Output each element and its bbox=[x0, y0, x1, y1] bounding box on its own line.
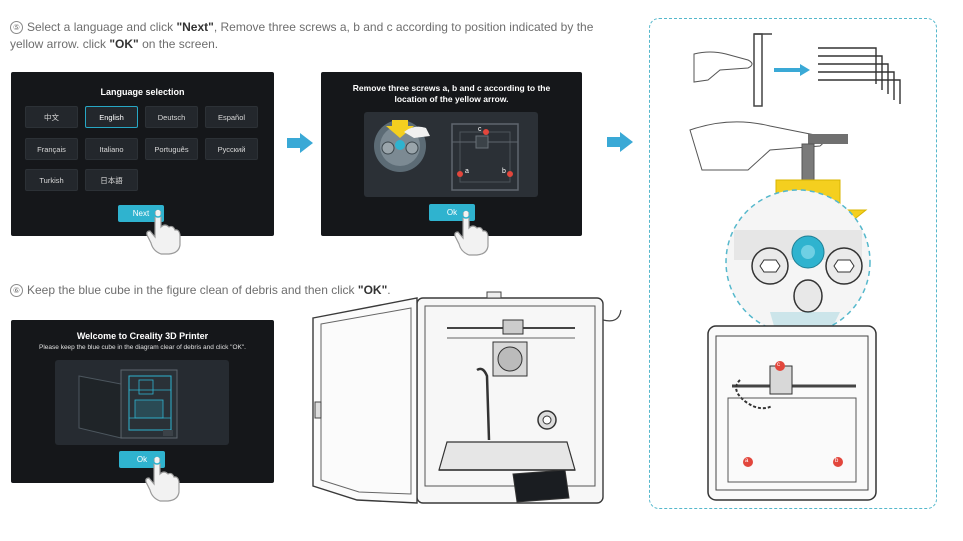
lang-button-francais[interactable]: Français bbox=[25, 138, 78, 160]
screw-detail-panel bbox=[649, 18, 937, 509]
step6-ok-word: "OK" bbox=[357, 283, 388, 297]
lang-button-portugues[interactable]: Português bbox=[145, 138, 198, 160]
printer-diagram: c a b bbox=[364, 112, 538, 197]
step5-text-a: Select a language and click bbox=[27, 20, 177, 34]
detail-screw-label-b: b bbox=[835, 458, 839, 464]
hand-pointer-icon bbox=[145, 455, 180, 502]
step5-ok-word: "OK" bbox=[109, 37, 139, 51]
printer-open-door-illustration bbox=[312, 291, 622, 504]
lang-button-espanol[interactable]: Español bbox=[205, 106, 258, 128]
right-arrow-icon bbox=[607, 132, 633, 152]
hand-pointer-icon bbox=[454, 209, 489, 256]
printer-outline-graphic bbox=[374, 120, 519, 191]
next-button[interactable]: Next bbox=[118, 205, 164, 222]
welcome-title: Welcome to Creality 3D Printer bbox=[76, 331, 209, 341]
step6-text-b: . bbox=[387, 283, 391, 297]
welcome-subtitle: Please keep the blue cube in the diagram… bbox=[39, 344, 246, 351]
remove-screws-screen: Remove three screws a, b and c according… bbox=[321, 72, 582, 236]
lang-button-turkish[interactable]: Turkish bbox=[25, 169, 78, 191]
detail-screw-label-a: a bbox=[745, 458, 749, 464]
right-arrow-icon bbox=[287, 133, 313, 153]
screws-screen-title: Remove three screws a, b and c according… bbox=[352, 83, 551, 104]
hex-key-icon bbox=[818, 47, 901, 104]
language-selection-screen: Language selection 中文 English Deutsch Es… bbox=[11, 72, 274, 236]
screw-label-c: c bbox=[478, 126, 482, 133]
detail-screw-label-c: c bbox=[777, 362, 780, 368]
screw-label-a: a bbox=[465, 168, 469, 175]
step5-instructions: ⑤ Select a language and click "Next", Rem… bbox=[10, 19, 620, 53]
printer-cube-graphic bbox=[78, 369, 178, 439]
hex-key-removal-illustration bbox=[689, 33, 901, 501]
printer-preview bbox=[55, 360, 229, 445]
step6-instructions: ⑥ Keep the blue cube in the figure clean … bbox=[10, 282, 430, 299]
lang-button-italiano[interactable]: Italiano bbox=[85, 138, 138, 160]
language-screen-title: Language selection bbox=[100, 87, 185, 97]
lang-button-japanese[interactable]: 日本語 bbox=[85, 169, 138, 191]
lang-button-russian[interactable]: Русский bbox=[205, 138, 258, 160]
step6-number: ⑥ bbox=[10, 284, 23, 297]
welcome-screen: Welcome to Creality 3D Printer Please ke… bbox=[11, 320, 274, 483]
step5-number: ⑤ bbox=[10, 21, 23, 34]
step5-text-b: , Remove three screws a, b and c accordi… bbox=[10, 20, 594, 51]
screw-label-b: b bbox=[502, 168, 506, 175]
lang-button-chinese[interactable]: 中文 bbox=[25, 106, 78, 128]
lang-button-english[interactable]: English bbox=[85, 106, 138, 128]
hand-pointer-icon bbox=[146, 208, 181, 255]
step5-text-c: on the screen. bbox=[138, 37, 219, 51]
lang-button-deutsch[interactable]: Deutsch bbox=[145, 106, 198, 128]
step5-next-word: "Next" bbox=[176, 20, 214, 34]
step6-text-a: Keep the blue cube in the figure clean o… bbox=[27, 283, 358, 297]
